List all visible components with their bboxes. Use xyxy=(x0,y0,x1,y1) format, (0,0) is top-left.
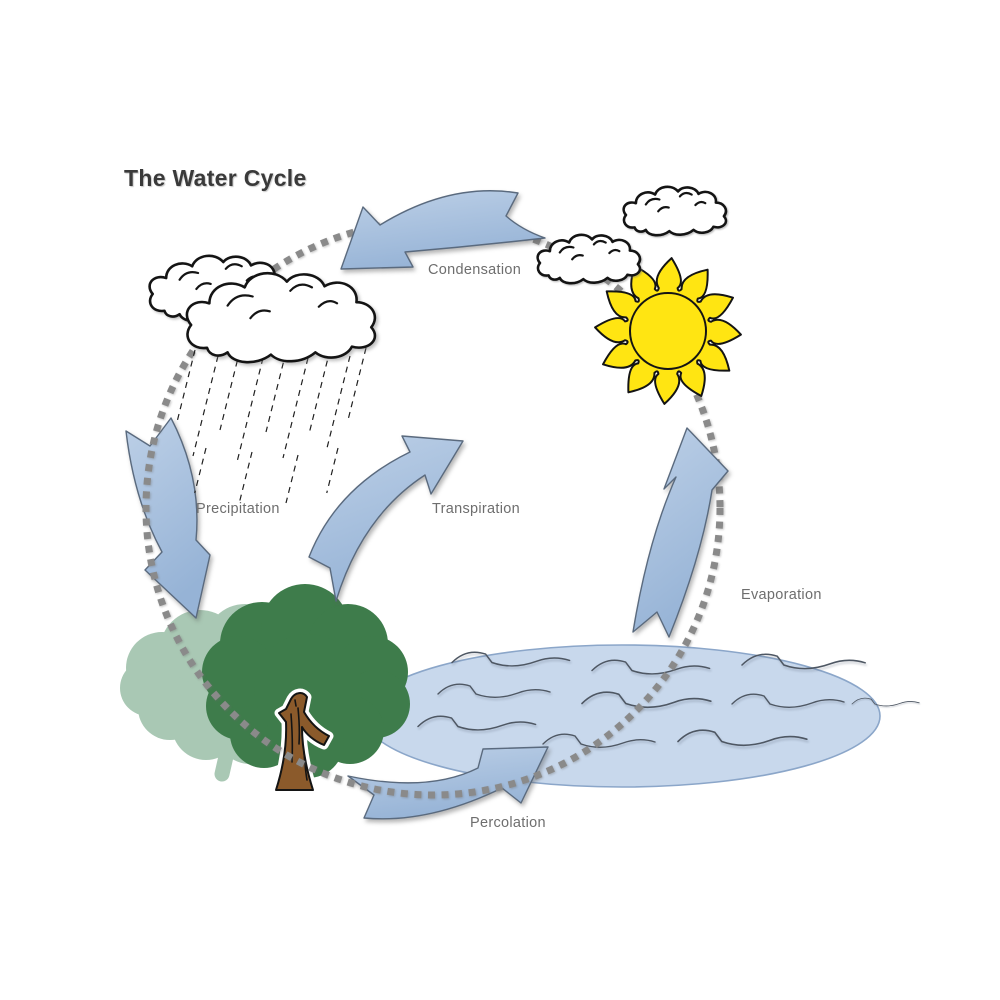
label-evaporation: Evaporation xyxy=(741,587,822,603)
rain-icon xyxy=(176,347,367,505)
cloud-icon xyxy=(536,233,641,285)
diagram-title: The Water Cycle xyxy=(124,165,307,191)
lake-icon xyxy=(363,644,920,788)
label-condensation: Condensation xyxy=(428,262,522,278)
rain-cloud-icon xyxy=(148,254,377,505)
water-waves xyxy=(417,651,920,748)
tree-dark-icon xyxy=(202,584,410,795)
label-transpiration: Transpiration xyxy=(432,501,520,517)
sun-icon xyxy=(594,257,742,405)
percolation-arrow xyxy=(347,746,549,820)
tree-trunk-icon xyxy=(271,688,334,795)
label-precipitation: Precipitation xyxy=(196,501,280,517)
label-percolation: Percolation xyxy=(470,815,546,831)
transpiration-arrow xyxy=(308,435,464,602)
evaporation-arrow xyxy=(632,427,729,638)
cloud-icon xyxy=(622,185,727,237)
condensation-arrow xyxy=(340,190,546,270)
precipitation-arrow xyxy=(125,417,211,619)
